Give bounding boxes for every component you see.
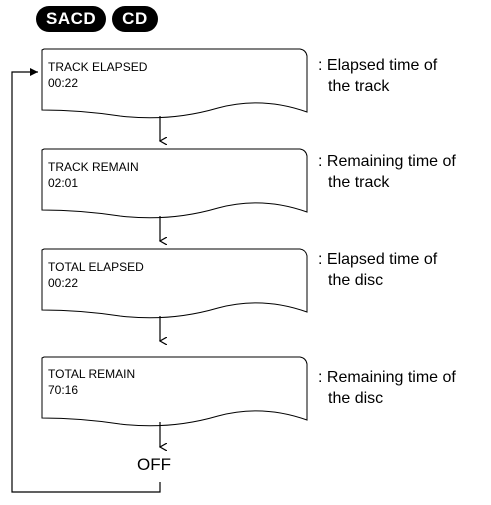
display-panel-4: [41, 356, 308, 427]
format-badges: SACD CD: [36, 6, 158, 32]
panel-4-desc-line2: the disc: [328, 390, 384, 407]
loop-back-line: [11, 68, 161, 493]
panel-3-description: : Elapsed time of the disc: [318, 249, 437, 291]
panel-3-desc-line2: the disc: [328, 272, 384, 289]
cd-badge: CD: [112, 6, 158, 32]
panel-4-desc-line1: : Remaining time of: [318, 369, 456, 386]
panel-4-description: : Remaining time of the disc: [318, 367, 456, 409]
panel-2-description: : Remaining time of the track: [318, 151, 456, 193]
display-panel-3: [41, 248, 308, 319]
panel-1-desc-line1: : Elapsed time of: [318, 57, 438, 74]
panel-2-title: TRACK REMAIN: [48, 160, 139, 174]
panel-2-desc-line1: : Remaining time of: [318, 153, 456, 170]
panel-2-desc-line2: the track: [328, 174, 390, 191]
panel-3-title: TOTAL ELAPSED: [48, 260, 144, 274]
sacd-badge: SACD: [36, 6, 107, 32]
display-panel-2: [41, 148, 308, 219]
panel-1-description: : Elapsed time of the track: [318, 55, 437, 97]
panel-1-desc-line2: the track: [328, 78, 390, 95]
off-label: OFF: [137, 455, 171, 474]
display-panel-1: [41, 48, 308, 119]
panel-4-time: 70:16: [48, 383, 79, 397]
panel-4-title: TOTAL REMAIN: [48, 367, 136, 381]
panel-1-title: TRACK ELAPSED: [48, 60, 148, 74]
panel-3-desc-line1: : Elapsed time of: [318, 251, 438, 268]
panel-1-time: 00:22: [48, 76, 79, 90]
panel-2-time: 02:01: [48, 176, 79, 190]
panel-3-time: 00:22: [48, 276, 79, 290]
